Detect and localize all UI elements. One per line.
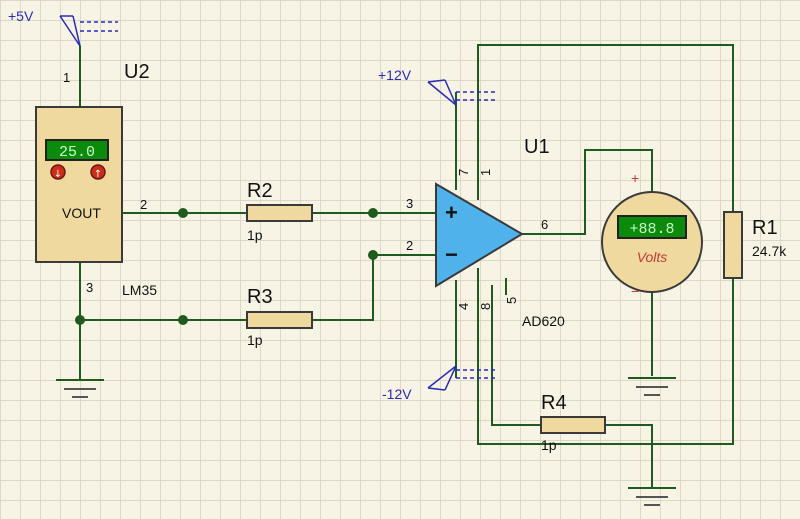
- junction-dot: [178, 208, 188, 218]
- u1-pin1-label: 1: [478, 169, 493, 176]
- r3-ref-label: R3: [247, 286, 273, 308]
- r4-ref-label: R4: [541, 392, 567, 414]
- u1-plus-sign: +: [445, 200, 458, 225]
- u1-pin4-label: 4: [456, 303, 471, 310]
- u2-pin2-label: 2: [140, 197, 147, 212]
- rail-plus12v[interactable]: +12V: [378, 67, 498, 106]
- r3-value-label: 1p: [247, 332, 263, 348]
- u1-pin2-label: 2: [406, 238, 413, 253]
- u1-pin6-label: 6: [541, 217, 548, 232]
- junction-dot: [178, 315, 188, 325]
- rail-minus12v-label: -12V: [382, 386, 412, 402]
- junction-dot: [368, 250, 378, 260]
- u2-display-value: 25.0: [59, 144, 95, 161]
- resistor-r2[interactable]: R2 1p: [246, 180, 313, 243]
- ground-symbol: [56, 379, 104, 398]
- u2-vout-label: VOUT: [62, 205, 101, 221]
- u1-part-label: AD620: [522, 313, 565, 329]
- voltmeter-unit-label: Volts: [637, 249, 668, 265]
- down-arrow-icon: ↓: [54, 169, 62, 180]
- rail-minus12v[interactable]: -12V: [382, 365, 498, 402]
- resistor-r3[interactable]: R3 1p: [246, 286, 313, 348]
- resistor-r4[interactable]: R4 1p: [540, 392, 606, 453]
- u1-ref-label: U1: [524, 136, 550, 158]
- u2-temp-up-button[interactable]: ↑: [90, 164, 106, 180]
- r2-ref-label: R2: [247, 180, 273, 202]
- resistor-r1[interactable]: R1 24.7k: [723, 211, 787, 279]
- u1-pin7-label: 7: [456, 169, 471, 176]
- junction-dot: [368, 208, 378, 218]
- voltmeter-plus-terminal: +: [631, 170, 639, 186]
- r2-value-label: 1p: [247, 227, 263, 243]
- rail-plus12v-label: +12V: [378, 67, 412, 83]
- u2-part-label: LM35: [122, 282, 157, 298]
- rail-plus5v[interactable]: +5V: [8, 8, 118, 47]
- junction-dot: [75, 315, 85, 325]
- u1-pin8-label: 8: [478, 303, 493, 310]
- u2-pin3-label: 3: [86, 280, 93, 295]
- u1-minus-sign: −: [445, 242, 458, 267]
- voltmeter-display-value: +88.8: [629, 221, 674, 238]
- u1-pin5-label: 5: [504, 297, 519, 304]
- rail-plus5v-label: +5V: [8, 8, 34, 24]
- u2-temperature-display: 25.0: [45, 139, 109, 161]
- r1-value-label: 24.7k: [752, 243, 787, 259]
- r1-ref-label: R1: [752, 217, 778, 239]
- up-arrow-icon: ↑: [94, 169, 102, 180]
- junction-dots: [75, 208, 378, 325]
- voltmeter-display: [617, 215, 687, 239]
- u1-ad620-amplifier[interactable]: + − U1 AD620 3 2 6 7 1 4 8 5: [406, 136, 565, 329]
- ground-symbol: [628, 377, 676, 396]
- wires: [79, 44, 734, 488]
- u2-lm35-sensor[interactable]: U2 1 2 3 VOUT LM35 25.0 ↓ ↑: [35, 61, 157, 298]
- u2-ref-label: U2: [124, 61, 150, 83]
- u2-pin1-label: 1: [63, 70, 70, 85]
- voltmeter-minus-terminal: −: [631, 283, 639, 299]
- u1-pin3-label: 3: [406, 196, 413, 211]
- r4-value-label: 1p: [541, 437, 557, 453]
- u2-temp-down-button[interactable]: ↓: [50, 164, 66, 180]
- ground-symbol: [628, 487, 676, 506]
- voltmeter[interactable]: +88.8 Volts + −: [601, 170, 703, 299]
